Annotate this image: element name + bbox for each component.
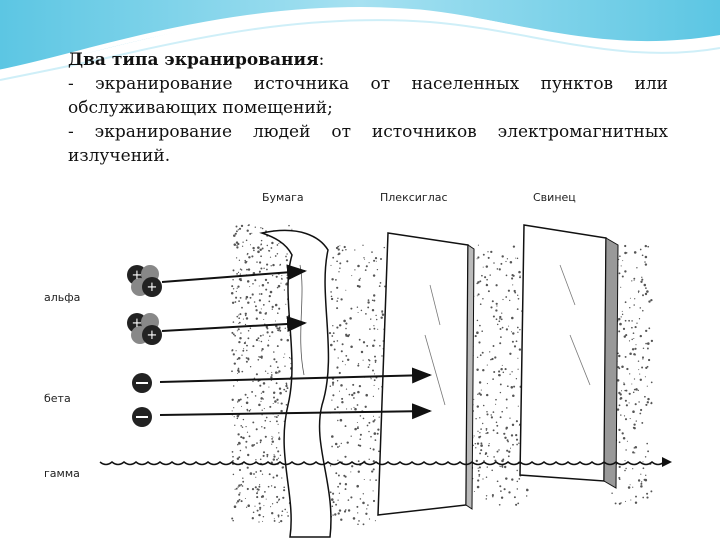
- plexiglass-panel: [377, 232, 475, 516]
- svg-text:+: +: [147, 328, 158, 343]
- item1-line2: обслуживающих помещений;: [68, 98, 333, 118]
- gamma-wave: [99, 461, 665, 466]
- item2-line2: излучений.: [68, 146, 171, 166]
- beta-arrow-2: [159, 403, 432, 420]
- beta-arrow-1: [159, 367, 432, 384]
- alpha-arrow-1: [161, 264, 307, 283]
- slide-heading: Два типа экранирования:: [68, 48, 668, 72]
- shielding-diagram: Бумага Плексиглас Свинец альфа бета гамм…: [44, 191, 672, 538]
- item1-line1: - экранирование источника от населенных …: [68, 74, 668, 94]
- lead-panel: [519, 224, 619, 489]
- svg-text:+: +: [132, 268, 143, 283]
- gamma-arrowhead: [662, 457, 672, 467]
- paper-sheet: [259, 229, 332, 538]
- alpha-particle-2: + +: [127, 313, 162, 345]
- radiation-label-alpha: альфа: [44, 291, 80, 304]
- beta-particle-1: [132, 373, 152, 393]
- barrier-label-plexiglass: Плексиглас: [380, 191, 448, 204]
- slide-title: Два типа экранирования: [68, 50, 319, 70]
- header-wave-decoration: [0, 0, 720, 81]
- item2-line1: - экранирование людей от источников элек…: [68, 122, 668, 142]
- slide-text: Два типа экранирования: - экранирование …: [68, 48, 668, 168]
- svg-text:+: +: [132, 316, 143, 331]
- slide-title-colon: :: [318, 50, 325, 70]
- alpha-particle-1: + +: [127, 265, 162, 297]
- radiation-label-gamma: гамма: [44, 467, 80, 480]
- barrier-label-lead: Свинец: [533, 191, 576, 204]
- svg-text:+: +: [147, 280, 158, 295]
- barrier-label-paper: Бумага: [262, 191, 304, 204]
- alpha-arrow-2: [161, 316, 307, 332]
- radiation-label-beta: бета: [44, 392, 71, 405]
- beta-particle-2: [132, 407, 152, 427]
